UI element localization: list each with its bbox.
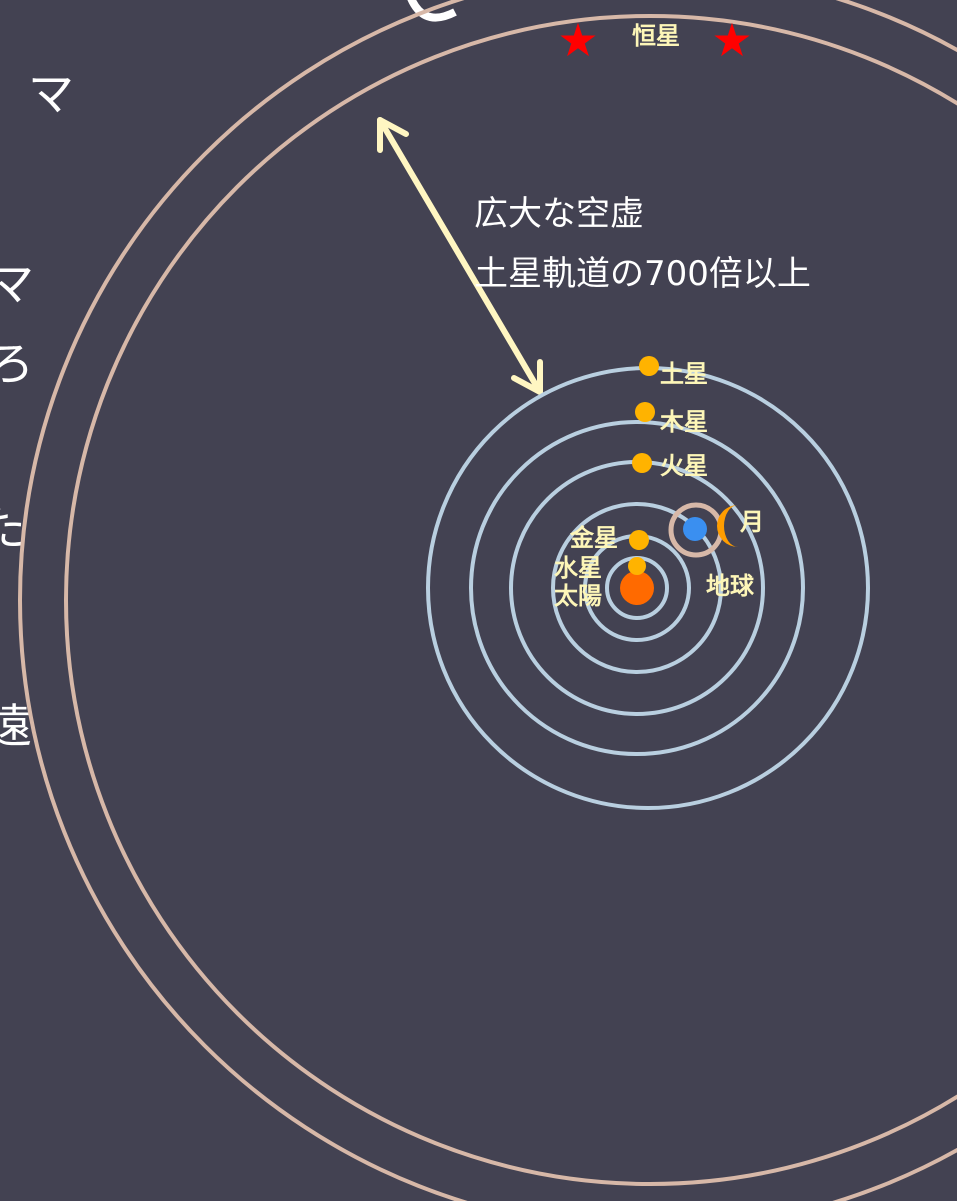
mercury-body bbox=[628, 557, 646, 575]
venus-label: 金星 bbox=[569, 524, 618, 552]
venus-body bbox=[629, 530, 649, 550]
fixed-stars-label: 恒星 bbox=[632, 22, 680, 50]
earth-label: 地球 bbox=[706, 572, 755, 600]
annotation-line-2: 土星軌道の700倍以上 bbox=[474, 254, 811, 294]
cropped-text-2: マ bbox=[0, 257, 34, 311]
sun-label: 太陽 bbox=[554, 582, 602, 610]
saturn-body bbox=[639, 356, 659, 376]
outer-sphere-ring-inner bbox=[64, 14, 957, 1186]
cropped-text-1: マ bbox=[28, 67, 74, 121]
void-arrow bbox=[377, 117, 543, 395]
void-arrow-head-top bbox=[377, 117, 409, 153]
void-arrow-head-bottom bbox=[511, 359, 543, 395]
star-icon: ★ bbox=[557, 13, 598, 67]
earth-body bbox=[683, 517, 707, 541]
orbit-earth bbox=[551, 502, 723, 674]
mars-body bbox=[632, 453, 652, 473]
cropped-glyph-top bbox=[407, 0, 457, 22]
outer-sphere-ring-outer bbox=[18, 0, 957, 1201]
orbit-jupiter bbox=[469, 420, 805, 756]
mars-label: 火星 bbox=[660, 452, 708, 480]
jupiter-body bbox=[635, 402, 655, 422]
cropped-text-3: ろ bbox=[0, 337, 34, 391]
jupiter-label: 木星 bbox=[659, 408, 708, 436]
void-arrow-shaft bbox=[377, 117, 543, 395]
mercury-label: 水星 bbox=[554, 554, 602, 582]
star-icon: ★ bbox=[711, 13, 752, 67]
sun-body bbox=[620, 571, 654, 605]
moon-label: 月 bbox=[739, 508, 764, 536]
moon-icon bbox=[717, 505, 738, 547]
annotation-line-1: 広大な空虚 bbox=[474, 194, 644, 234]
cropped-text-5: 遠 bbox=[0, 699, 32, 753]
saturn-label: 土星 bbox=[660, 360, 708, 388]
